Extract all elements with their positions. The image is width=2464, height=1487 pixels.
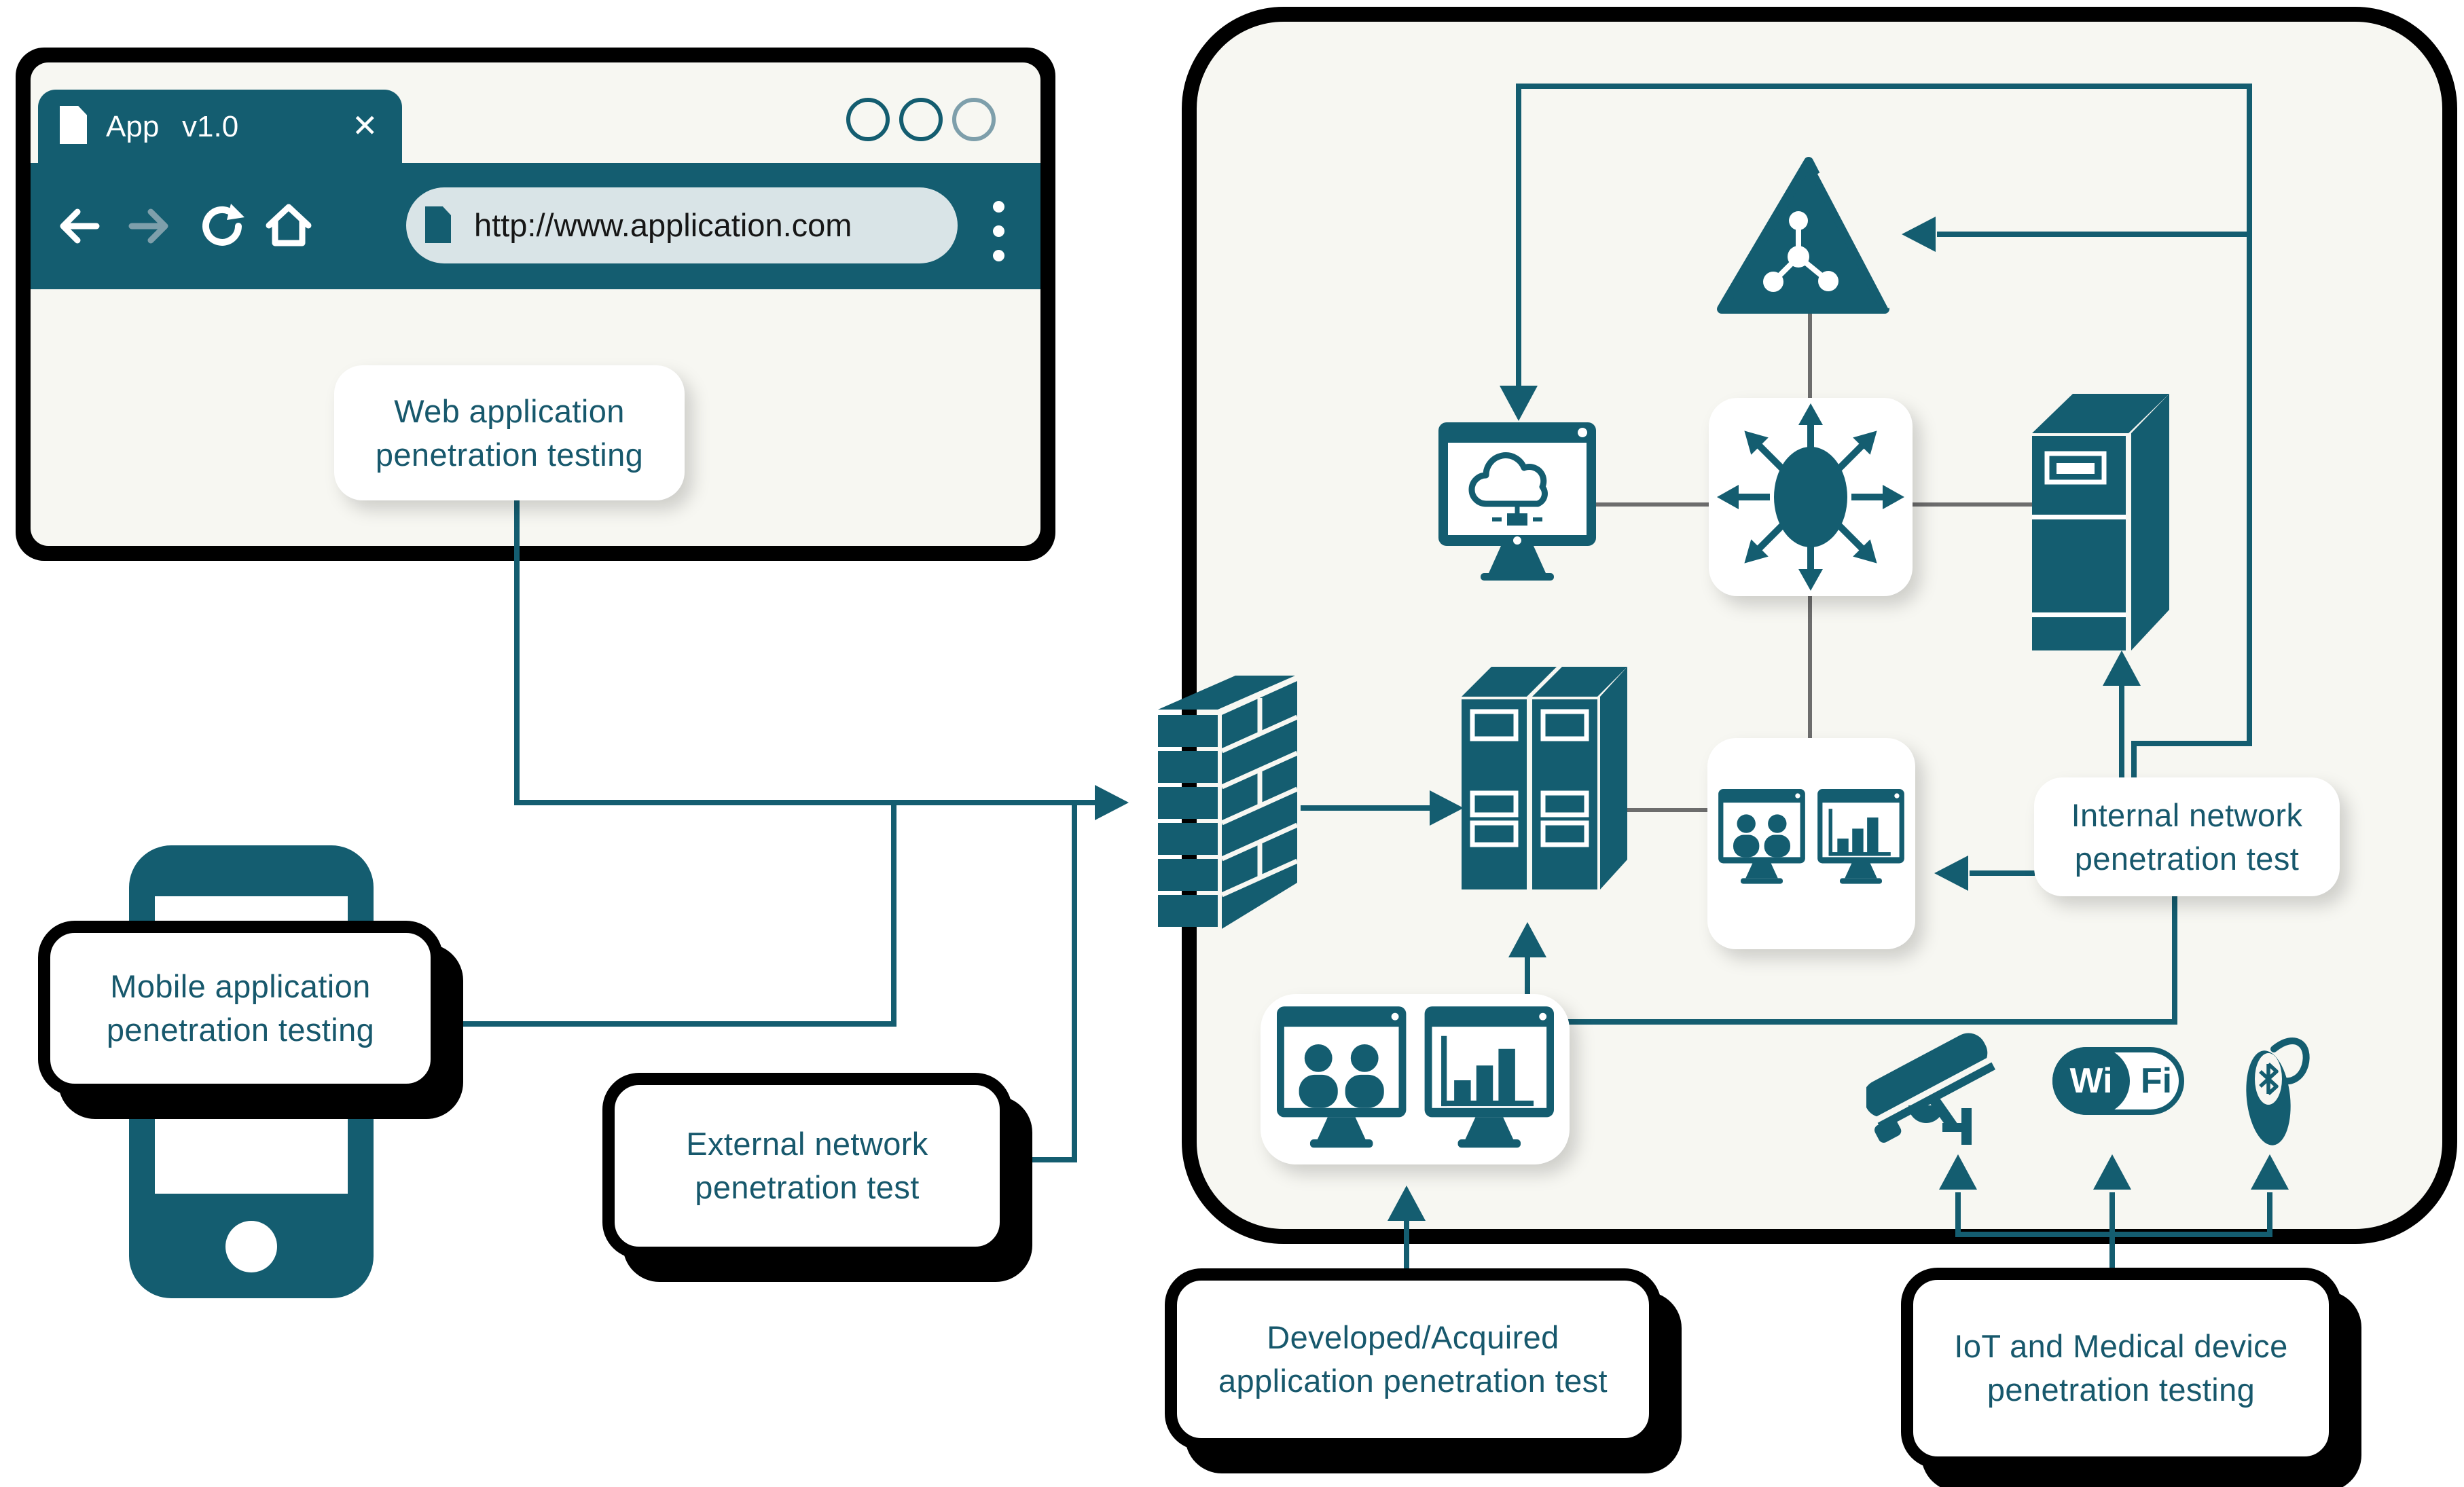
cloud-monitor-icon	[1438, 422, 1596, 581]
connector-label-to-server	[2119, 686, 2124, 779]
developed-acquired-label: Developed/Acquired application penetrati…	[1165, 1268, 1661, 1450]
connector-internal-bottom-v	[2172, 895, 2177, 1025]
link-racks-workstations	[1600, 808, 1709, 812]
path-jog-v	[2131, 746, 2137, 780]
connector-main-to-firewall	[514, 800, 1095, 805]
connector-label-to-workstations	[1970, 870, 2035, 876]
connector-to-racks-v	[1525, 957, 1530, 1025]
arrowhead-into-camera	[1939, 1154, 1977, 1190]
connector-bt-v	[2267, 1192, 2272, 1234]
developed-label-line1: Developed/Acquired	[1267, 1319, 1559, 1355]
browser-tab[interactable]: App v1.0 ✕	[38, 90, 402, 164]
connector-camera-v	[1955, 1192, 1961, 1234]
wifi-badge: Wi Fi	[2052, 1047, 2184, 1115]
menu-dots-icon[interactable]	[993, 201, 1007, 265]
arrowhead-into-bt	[2251, 1154, 2289, 1190]
wifi-wi-text: Wi	[2069, 1061, 2113, 1101]
web-label-line2: penetration testing	[375, 436, 644, 473]
external-label-line2: penetration test	[695, 1169, 920, 1205]
wifi-right-text: Fi	[2128, 1047, 2184, 1115]
arrowhead-into-racks-left	[1430, 790, 1464, 826]
path-left-v	[1516, 89, 1521, 386]
router-icon	[1717, 403, 1904, 591]
wifi-fi-text: Fi	[2140, 1061, 2173, 1101]
developed-label-line2: application penetration test	[1218, 1363, 1608, 1399]
iot-medical-label: IoT and Medical device penetration testi…	[1901, 1268, 2341, 1469]
link-monitor-router	[1596, 502, 1709, 507]
path-jog-h	[2131, 741, 2252, 746]
iot-label-line2: penetration testing	[1987, 1372, 2255, 1408]
internal-label-line1: Internal network	[2071, 796, 2303, 833]
connector-dev-v	[1404, 1221, 1409, 1283]
window-circle-2[interactable]	[899, 98, 943, 141]
connector-firewall-racks	[1301, 805, 1430, 811]
arrowhead-into-dev-card	[1388, 1186, 1426, 1221]
link-router-workstations	[1808, 596, 1812, 739]
external-label-line1: External network	[686, 1126, 928, 1162]
connector-external-v	[1072, 805, 1077, 1162]
connector-mobile-h	[431, 1021, 896, 1027]
arrowhead-into-firewall	[1095, 785, 1129, 820]
refresh-button[interactable]	[198, 202, 246, 250]
threat-triangle-icon	[1717, 157, 1894, 314]
connector-mobile-v	[891, 805, 896, 1027]
arrowhead-into-workstations	[1934, 856, 1968, 891]
cctv-camera-icon	[1866, 1033, 1995, 1145]
arrowhead-into-racks	[1508, 922, 1546, 957]
workstations-icon	[1718, 789, 1904, 884]
firewall-icon	[1158, 676, 1299, 929]
tab-title-version: v1.0	[182, 110, 239, 143]
iot-label-line1: IoT and Medical device	[1954, 1328, 2288, 1364]
mobile-label-line2: penetration testing	[106, 1012, 375, 1048]
connector-to-triangle	[1937, 232, 2249, 237]
dev-workstations-icon	[1277, 1006, 1554, 1148]
internal-network-label: Internal network penetration test	[2034, 777, 2340, 896]
path-top-h	[1516, 84, 2252, 89]
mobile-app-label: Mobile application penetration testing	[38, 921, 443, 1096]
tab-close-button[interactable]: ✕	[352, 108, 378, 143]
link-triangle-router	[1808, 312, 1812, 401]
phone-home-button	[225, 1221, 277, 1272]
server-tower-icon	[2032, 394, 2169, 650]
back-button[interactable]	[57, 204, 102, 249]
external-network-label: External network penetration test	[602, 1073, 1012, 1259]
link-router-server	[1913, 502, 2035, 507]
connector-internal-bottom-h	[1525, 1019, 2177, 1025]
connector-web-down	[514, 500, 520, 805]
window-circle-3[interactable]	[952, 98, 996, 141]
web-app-label: Web application penetration testing	[334, 365, 685, 500]
arrowhead-into-monitor	[1500, 386, 1538, 421]
server-racks-icon	[1462, 667, 1627, 889]
arrowhead-into-triangle	[1902, 217, 1936, 252]
mobile-label-line1: Mobile application	[110, 968, 371, 1004]
internal-label-line2: penetration test	[2074, 840, 2300, 877]
arrowhead-into-wifi	[2093, 1154, 2131, 1190]
document-icon	[60, 106, 87, 144]
connector-wifi-v	[2109, 1192, 2115, 1281]
arrowhead-into-server	[2103, 650, 2141, 686]
document-icon	[425, 206, 451, 243]
bluetooth-earpiece-icon	[2246, 1038, 2310, 1145]
tab-title-app: App	[106, 110, 160, 143]
connector-external-h	[1000, 1157, 1077, 1162]
path-right-v	[2247, 89, 2252, 746]
dot	[993, 225, 1004, 237]
web-label-line1: Web application	[394, 392, 625, 429]
url-bar[interactable]: http://www.application.com	[406, 187, 958, 263]
dot	[993, 201, 1004, 213]
home-button[interactable]	[264, 200, 314, 250]
wifi-left-pill: Wi	[2052, 1047, 2130, 1115]
forward-button[interactable]	[126, 204, 171, 249]
url-text: http://www.application.com	[474, 207, 852, 243]
dot	[993, 250, 1004, 261]
window-circle-1[interactable]	[846, 98, 890, 141]
